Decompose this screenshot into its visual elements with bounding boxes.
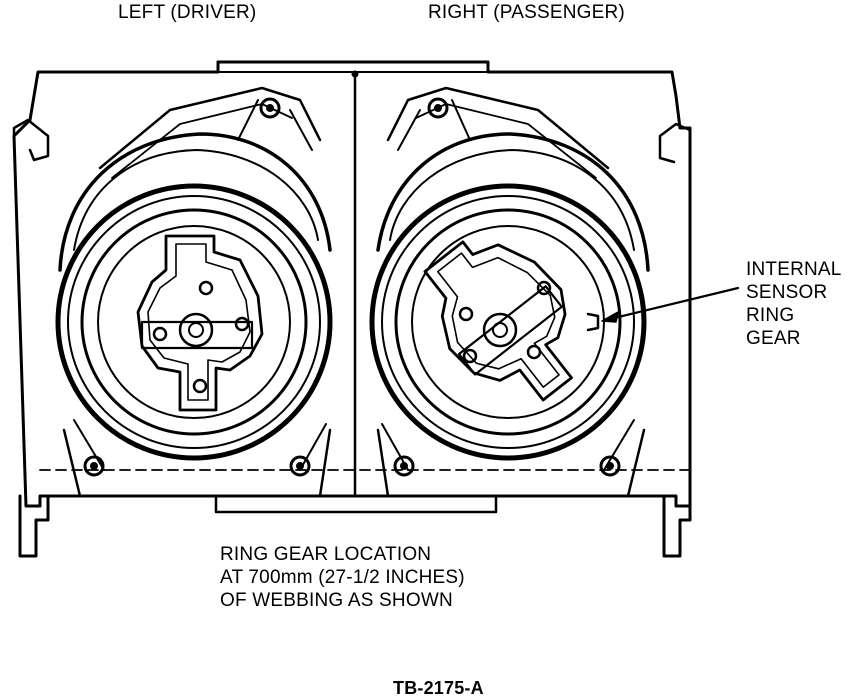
callout-line: SENSOR [746, 282, 828, 303]
left-retractor [55, 86, 333, 498]
callout-leader-arrow [601, 286, 740, 323]
ring-gear-location-caption: RING GEAR LOCATION AT 700mm (27-1/2 INCH… [220, 543, 465, 612]
right-retractor [369, 86, 650, 498]
left-driver-label: LEFT (DRIVER) [118, 2, 257, 23]
figure-id: TB-2175-A [393, 678, 484, 698]
callout-line: INTERNAL [746, 259, 842, 280]
ring-gear-callout: INTERNAL SENSOR RING GEAR [746, 258, 842, 350]
right-passenger-label: RIGHT (PASSENGER) [428, 2, 625, 23]
caption-line: RING GEAR LOCATION [220, 544, 432, 565]
mounting-plate [12, 60, 692, 558]
callout-line: RING [746, 305, 795, 326]
caption-line: OF WEBBING AS SHOWN [220, 590, 453, 611]
caption-line: AT 700mm (27-1/2 INCHES) [220, 567, 465, 588]
callout-line: GEAR [746, 328, 801, 349]
